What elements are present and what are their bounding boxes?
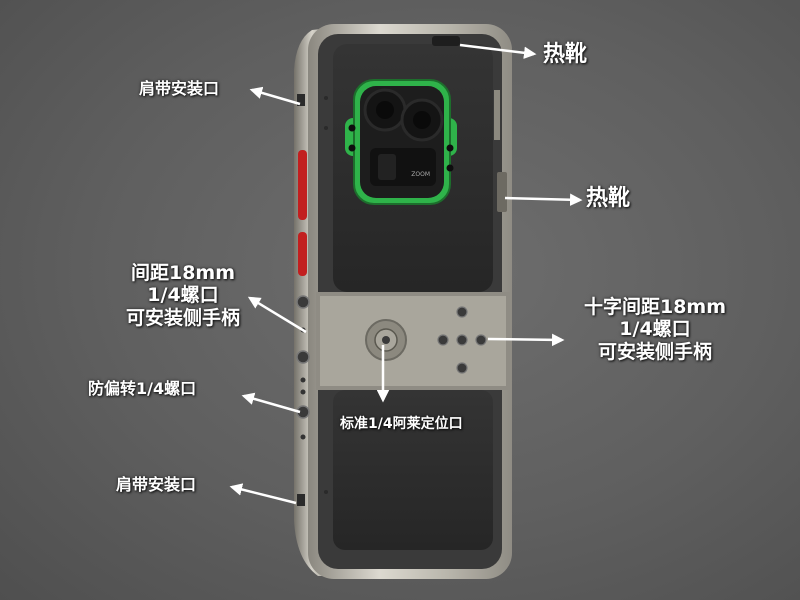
hot-shoe-top-slot — [432, 36, 460, 46]
arrow-strap-bottom — [229, 483, 297, 505]
arrow-hot-shoe-side — [504, 193, 583, 206]
side-thread-1 — [296, 295, 310, 309]
arrow-strap-top — [249, 86, 301, 106]
arrow-side-threads — [247, 296, 307, 334]
label-anti-twist: 防偏转1/4螺口 — [88, 379, 197, 398]
side-threads-line-1: 间距18mm — [130, 262, 236, 284]
strap-mount-top-slot — [297, 94, 305, 106]
label-cross-threads: 十字间距18mm 1/4螺口 可安装侧手柄 — [560, 296, 750, 363]
arrow-cross-threads — [487, 333, 565, 347]
label-hot-shoe-side: 热靴 — [586, 186, 631, 211]
camera-module: ZOOM — [345, 79, 457, 205]
red-button-upper — [298, 150, 307, 220]
strap-mount-bottom-slot — [297, 494, 305, 506]
cross-threads-line-3: 可安装侧手柄 — [597, 340, 712, 363]
arrow-hot-shoe-top — [459, 43, 537, 59]
label-strap-mount-bottom: 肩带安装口 — [116, 475, 197, 494]
hot-shoe-side-slot — [497, 172, 507, 212]
side-threads-line-3: 可安装侧手柄 — [125, 306, 240, 329]
label-arri-locating: 标准1/4阿莱定位口 — [340, 416, 463, 432]
cross-threads-line-1: 十字间距18mm — [583, 296, 727, 318]
red-button-lower — [298, 232, 307, 276]
label-hot-shoe-top: 热靴 — [543, 42, 588, 67]
label-strap-mount-top: 肩带安装口 — [139, 79, 220, 98]
cross-threads — [437, 306, 487, 374]
camera-badge: ZOOM — [411, 171, 430, 178]
label-side-threads: 间距18mm 1/4螺口 可安装侧手柄 — [98, 262, 268, 329]
side-threads-line-2: 1/4螺口 — [147, 284, 219, 307]
lower-plate — [333, 390, 493, 550]
side-thread-2 — [296, 350, 310, 364]
cross-threads-line-2: 1/4螺口 — [619, 318, 691, 341]
arrow-anti-twist — [241, 392, 301, 414]
